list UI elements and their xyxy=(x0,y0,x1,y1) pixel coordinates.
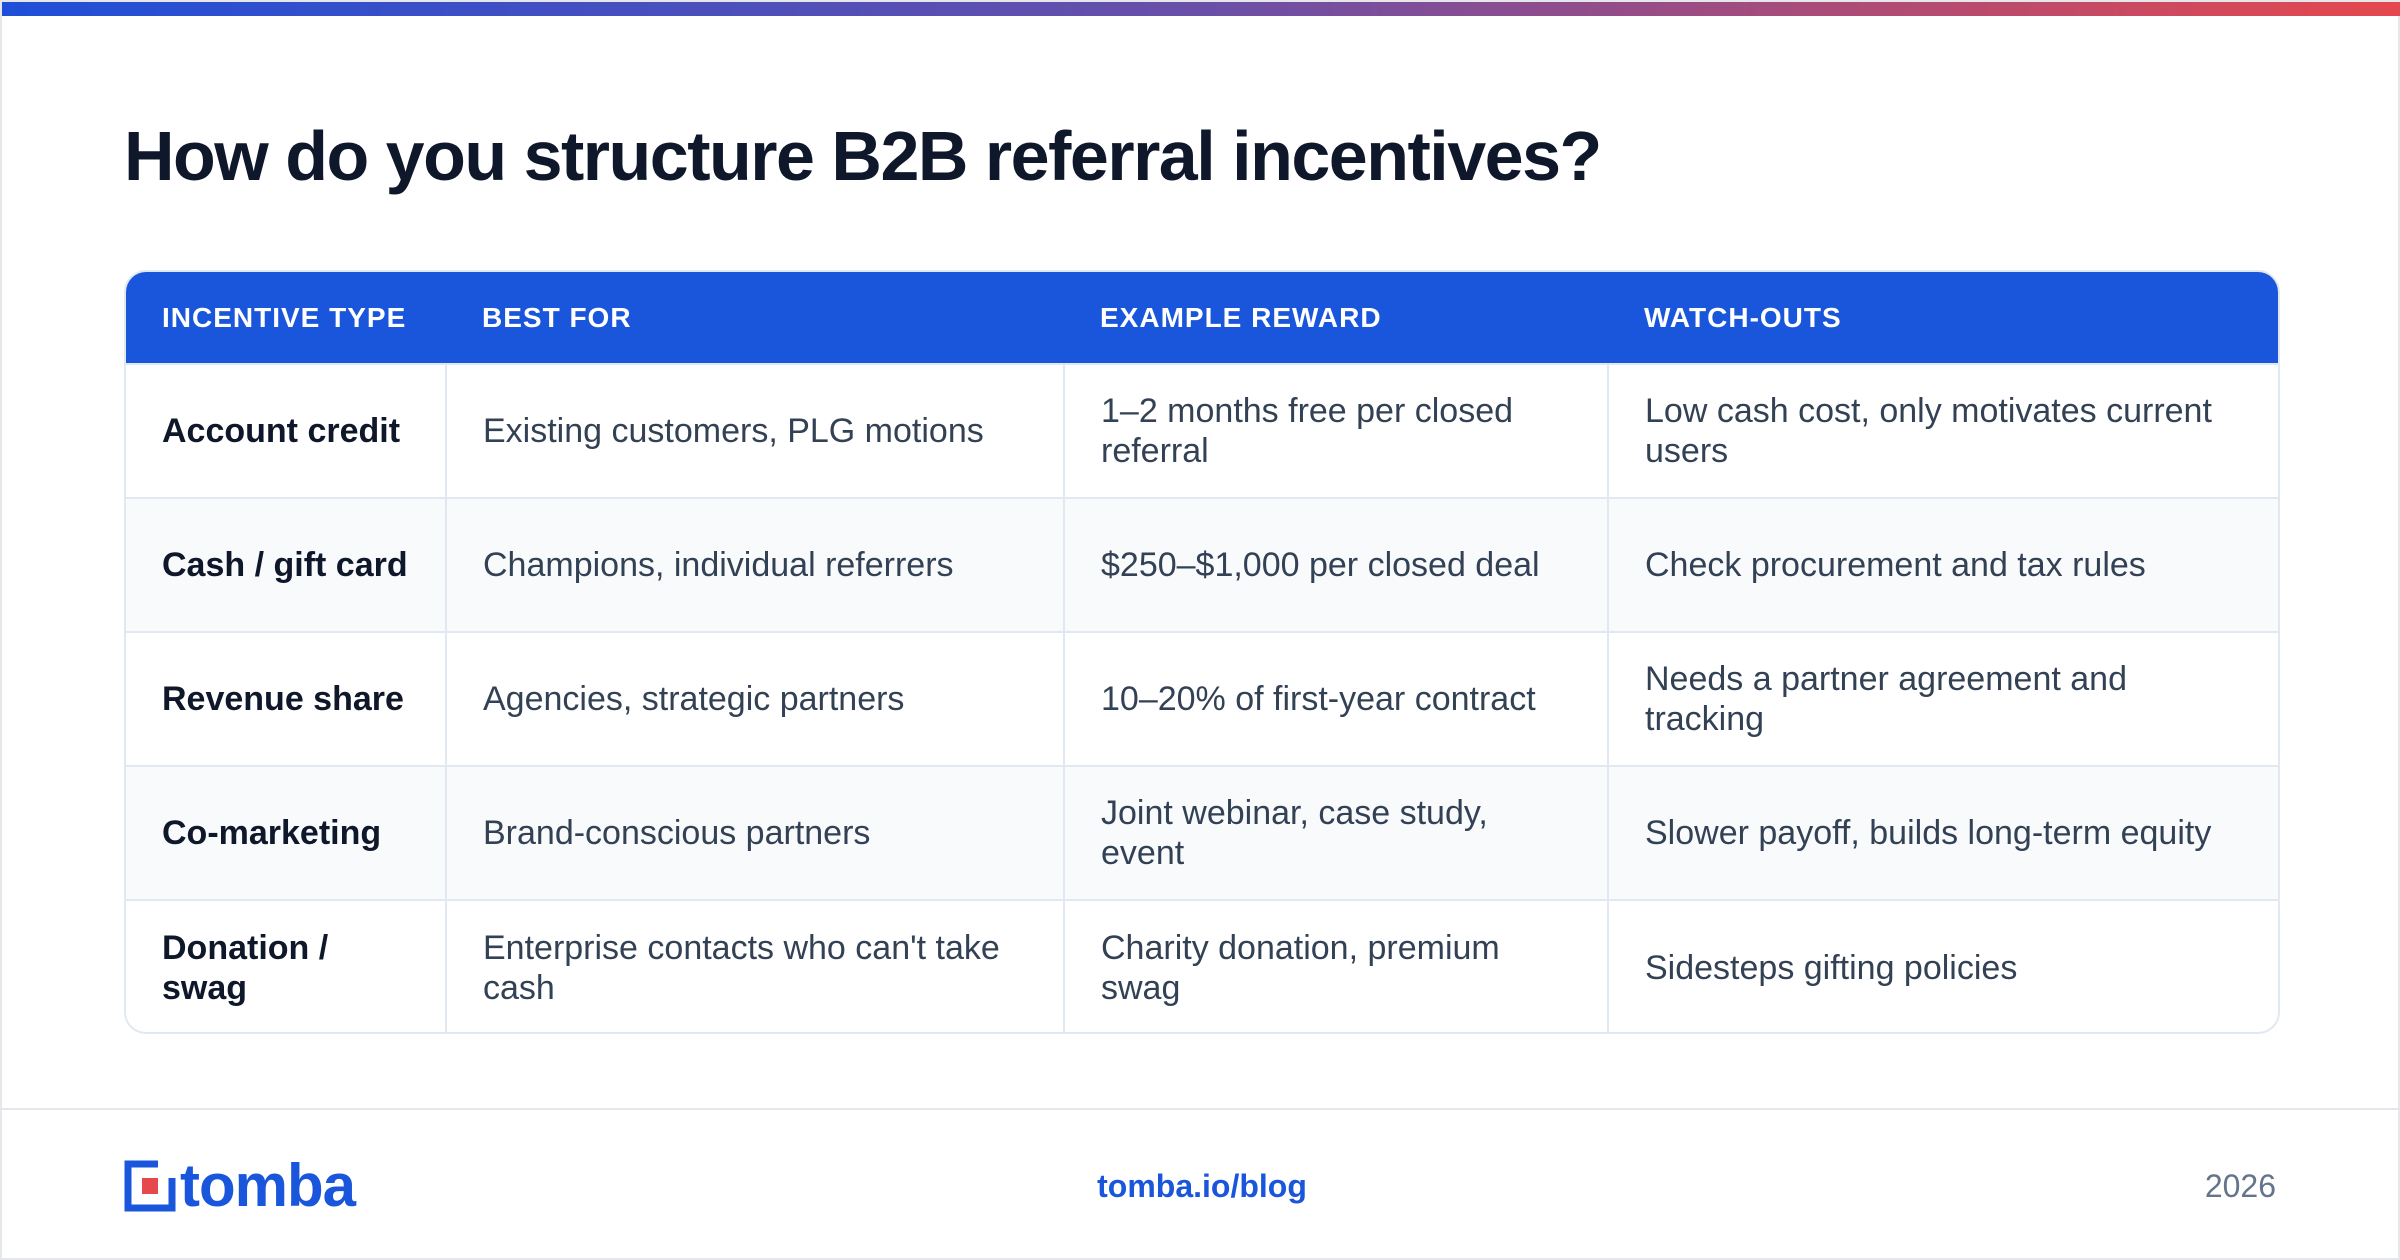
cell-watch-outs: Low cash cost, only motivates current us… xyxy=(1607,363,2278,498)
cell-best-for: Brand-conscious partners xyxy=(445,765,1064,900)
cell-incentive-type: Cash / gift card xyxy=(126,497,446,632)
cell-best-for: Agencies, strategic partners xyxy=(445,631,1064,766)
cell-watch-outs: Check procurement and tax rules xyxy=(1607,497,2278,632)
cell-example-reward: $250–$1,000 per closed deal xyxy=(1063,497,1608,632)
table-row: Revenue share Agencies, strategic partne… xyxy=(126,631,2278,766)
cell-example-reward: 1–2 months free per closed referral xyxy=(1063,363,1608,498)
incentives-table: INCENTIVE TYPE BEST FOR EXAMPLE REWARD W… xyxy=(126,272,2278,1032)
cell-best-for: Enterprise contacts who can't take cash xyxy=(445,899,1064,1032)
tomba-logo-icon xyxy=(124,1160,176,1212)
cell-best-for: Champions, individual referrers xyxy=(445,497,1064,632)
cell-incentive-type: Revenue share xyxy=(126,631,446,766)
cell-watch-outs: Slower payoff, builds long-term equity xyxy=(1607,765,2278,900)
top-gradient-bar xyxy=(2,2,2400,16)
header-watch-outs: WATCH-OUTS xyxy=(1644,301,1842,333)
footer-divider xyxy=(2,1108,2400,1110)
cell-incentive-type: Co-marketing xyxy=(126,765,446,900)
table-row: Co-marketing Brand-conscious partners Jo… xyxy=(126,765,2278,900)
header-example-reward: EXAMPLE REWARD xyxy=(1100,301,1382,333)
page-title: How do you structure B2B referral incent… xyxy=(124,117,1602,195)
table-row: Cash / gift card Champions, individual r… xyxy=(126,497,2278,632)
incentives-table-container: INCENTIVE TYPE BEST FOR EXAMPLE REWARD W… xyxy=(124,270,2280,1034)
table-header-row: INCENTIVE TYPE BEST FOR EXAMPLE REWARD W… xyxy=(126,272,2278,364)
cell-watch-outs: Sidesteps gifting policies xyxy=(1607,899,2278,1032)
blog-link[interactable]: tomba.io/blog xyxy=(1097,1168,1307,1204)
cell-incentive-type: Donation / swag xyxy=(126,899,446,1032)
cell-example-reward: Charity donation, premium swag xyxy=(1063,899,1608,1032)
logo-text: tomba xyxy=(180,1152,356,1219)
cell-example-reward: 10–20% of first-year contract xyxy=(1063,631,1608,766)
table-row: Account credit Existing customers, PLG m… xyxy=(126,363,2278,498)
table-row: Donation / swag Enterprise contacts who … xyxy=(126,899,2278,1032)
cell-incentive-type: Account credit xyxy=(126,363,446,498)
header-best-for: BEST FOR xyxy=(482,301,632,333)
cell-watch-outs: Needs a partner agreement and tracking xyxy=(1607,631,2278,766)
cell-example-reward: Joint webinar, case study, event xyxy=(1063,765,1608,900)
cell-best-for: Existing customers, PLG motions xyxy=(445,363,1064,498)
tomba-logo: tomba xyxy=(124,1152,356,1219)
footer-year: 2026 xyxy=(2204,1168,2276,1204)
header-incentive-type: INCENTIVE TYPE xyxy=(162,301,407,333)
